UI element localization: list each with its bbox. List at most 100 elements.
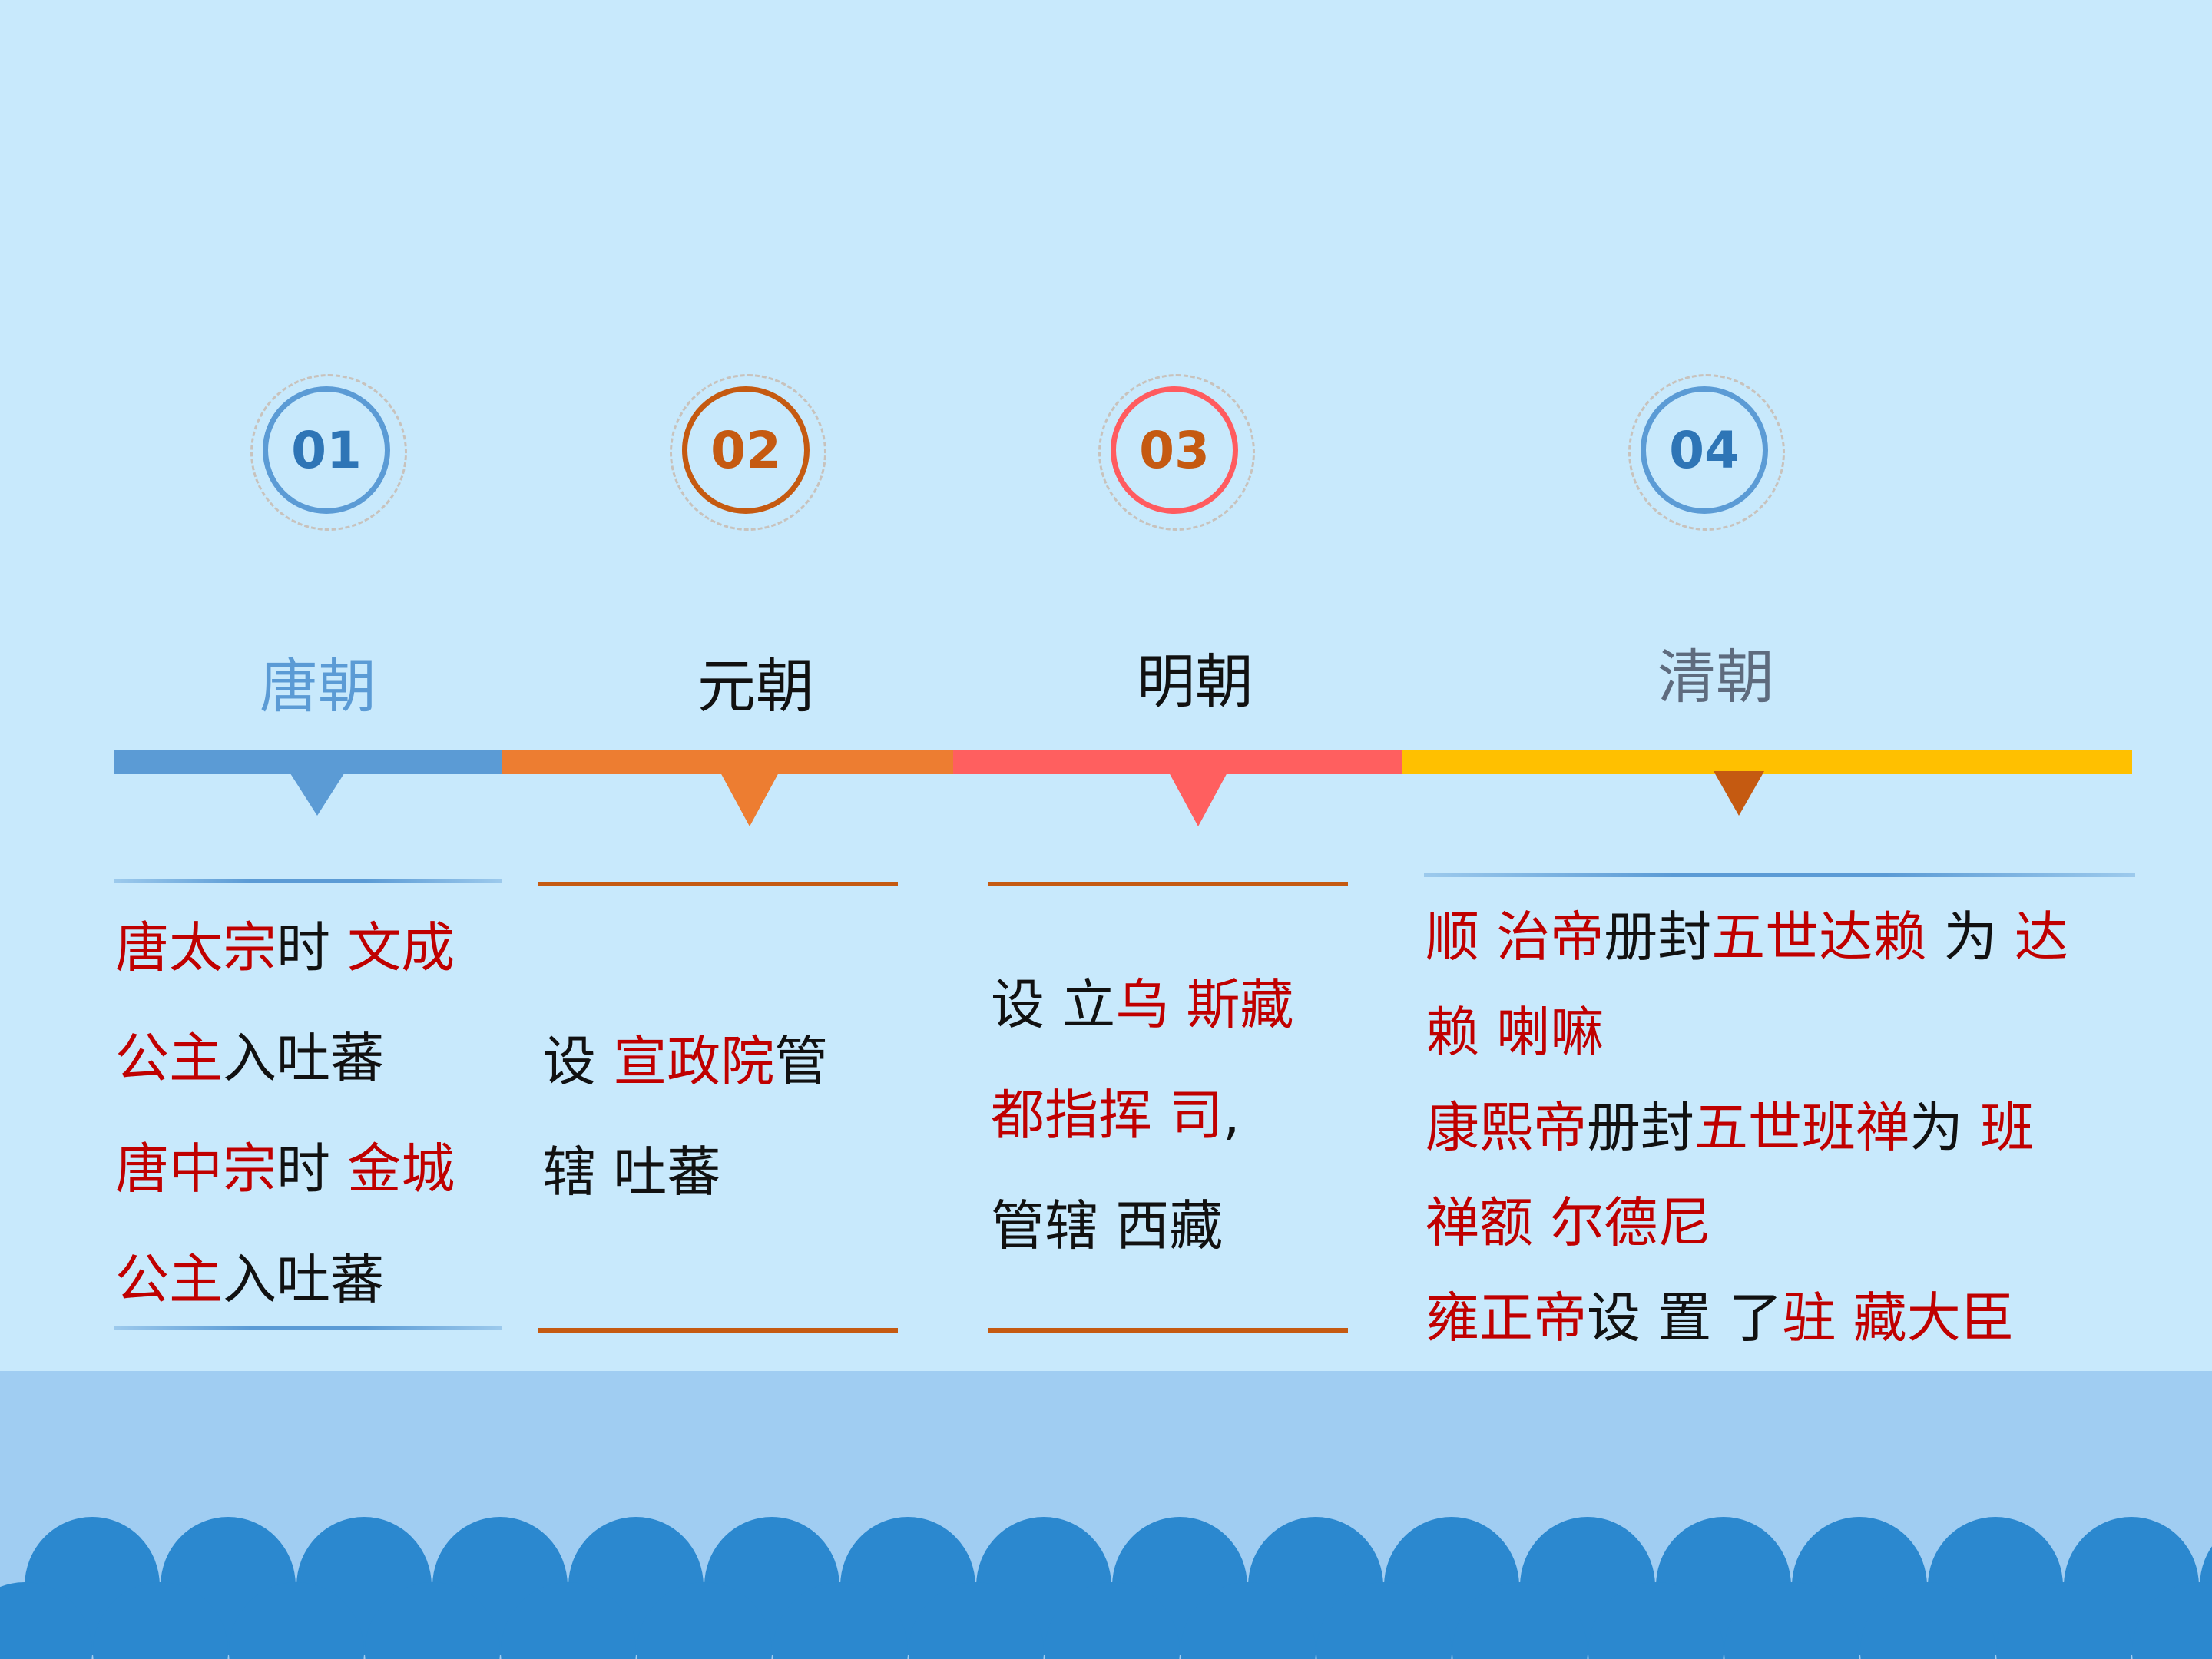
highlight-text: 宣政院	[613, 1030, 775, 1093]
plain-text: 时	[276, 916, 348, 979]
content-line: 禅额 尔德尼	[1426, 1175, 2068, 1270]
wave-arc	[637, 1582, 772, 1659]
content-rule-top-4	[1424, 873, 2135, 877]
plain-text: 时	[276, 1137, 348, 1200]
wave-arc	[1316, 1582, 1452, 1659]
wave-arc	[93, 1582, 228, 1659]
wave-arc	[1181, 1582, 1316, 1659]
plain-text: 册封	[1604, 906, 1712, 969]
content-line: 设 宣政院管	[542, 1006, 828, 1117]
wave-decoration	[0, 1517, 2212, 1659]
plain-text: 设 置 了	[1587, 1286, 1783, 1349]
highlight-text: 公主	[115, 1027, 223, 1090]
plain-text: 管辖 西藏	[991, 1194, 1224, 1257]
plain-text: 辖 吐蕃	[542, 1141, 721, 1204]
badge-ring	[1098, 374, 1255, 531]
wave-arc	[0, 1582, 92, 1659]
highlight-text: 班	[1980, 1096, 2035, 1159]
content-line: 赖 喇嘛	[1426, 985, 2068, 1080]
step-badge-3: 03	[1098, 374, 1260, 535]
highlight-text: 都指挥 司	[991, 1084, 1224, 1147]
wave-arc	[1588, 1582, 1724, 1659]
content-block-tang: 唐太宗时 文成公主入吐蕃唐中宗时 金城公主入吐蕃	[115, 892, 455, 1335]
highlight-text: 达	[2014, 906, 2068, 969]
plain-text: 为	[1926, 906, 2015, 969]
content-line: 公主入吐蕃	[115, 1003, 455, 1114]
step-badge-4: 04	[1628, 374, 1790, 535]
highlight-text: 禅额 尔德尼	[1426, 1191, 1712, 1254]
highlight-text: 唐中宗	[115, 1137, 276, 1200]
highlight-text: 驻 藏大臣	[1782, 1286, 2015, 1349]
plain-text: 为	[1909, 1096, 1981, 1159]
wave-arc	[1045, 1582, 1180, 1659]
wave-arc	[1996, 1582, 2131, 1659]
highlight-text: 赖 喇嘛	[1426, 1001, 1604, 1064]
content-rule-bottom-1	[114, 1326, 502, 1330]
highlight-text: 雍正帝	[1426, 1286, 1587, 1349]
highlight-text: 文成	[347, 916, 455, 979]
era-title-yuan: 元朝	[697, 652, 814, 720]
wave-arc	[909, 1582, 1044, 1659]
badge-number: 02	[682, 386, 810, 514]
content-line: 管辖 西藏	[991, 1171, 1294, 1281]
content-rule-bottom-3	[988, 1328, 1348, 1333]
plain-text: 设 立	[991, 973, 1116, 1036]
badge-ring	[250, 374, 407, 531]
plain-text: 管	[774, 1030, 829, 1093]
content-rule-bottom-2	[538, 1328, 898, 1333]
wave-arc	[1452, 1582, 1588, 1659]
plain-text: ,	[1223, 1084, 1240, 1147]
wave-arc	[229, 1582, 364, 1659]
highlight-text: 公主	[115, 1248, 223, 1311]
timeline-segment-qing	[1402, 750, 2132, 774]
era-title-qing: 清朝	[1657, 643, 1774, 711]
content-line: 设 立乌 斯藏	[991, 949, 1294, 1060]
content-block-ming: 设 立乌 斯藏都指挥 司,管辖 西藏	[991, 949, 1294, 1281]
highlight-text: 乌 斯藏	[1115, 973, 1294, 1036]
content-block-yuan: 设 宣政院管辖 吐蕃	[542, 1006, 828, 1227]
timeline-segment-ming	[953, 750, 1402, 774]
step-badge-2: 02	[670, 374, 831, 535]
wave-arc	[1860, 1582, 1995, 1659]
badge-ring	[1628, 374, 1785, 531]
content-block-qing: 顺 治帝册封五世达赖 为 达赖 喇嘛康熙帝册封五世班禅为 班禅额 尔德尼雍正帝设…	[1426, 889, 2068, 1366]
plain-text: 入吐蕃	[223, 1248, 384, 1311]
highlight-text: 金城	[347, 1137, 455, 1200]
timeline-pointer-4	[1714, 771, 1764, 816]
highlight-text: 五世班禅	[1694, 1096, 1909, 1159]
content-line: 辖 吐蕃	[542, 1117, 828, 1227]
timeline-pointer-3	[1168, 771, 1228, 826]
content-rule-top-3	[988, 882, 1348, 886]
badge-number: 01	[263, 386, 390, 514]
badge-number: 04	[1641, 386, 1768, 514]
content-line: 康熙帝册封五世班禅为 班	[1426, 1080, 2068, 1175]
content-line: 公主入吐蕃	[115, 1224, 455, 1335]
era-title-ming: 明朝	[1137, 647, 1253, 716]
content-line: 雍正帝设 置 了驻 藏大臣	[1426, 1270, 2068, 1366]
content-line: 都指挥 司,	[991, 1060, 1294, 1171]
wave-arc	[1724, 1582, 1859, 1659]
era-title-tang: 唐朝	[260, 652, 376, 720]
content-line: 顺 治帝册封五世达赖 为 达	[1426, 889, 2068, 985]
timeline-pointer-2	[720, 771, 780, 826]
content-line: 唐太宗时 文成	[115, 892, 455, 1003]
wave-arc	[365, 1582, 500, 1659]
wave-arc	[501, 1582, 636, 1659]
wave-arc	[773, 1582, 908, 1659]
timeline-segment-yuan	[502, 750, 953, 774]
highlight-text: 五世达赖	[1711, 906, 1927, 969]
badge-ring	[670, 374, 826, 531]
highlight-text: 唐太宗	[115, 916, 276, 979]
highlight-text: 顺 治帝	[1426, 906, 1604, 969]
wave-arc	[2132, 1582, 2212, 1659]
plain-text: 设	[542, 1030, 614, 1093]
timeline-pointer-1	[289, 771, 346, 816]
content-rule-top-1	[114, 879, 502, 883]
content-line: 唐中宗时 金城	[115, 1114, 455, 1224]
content-rule-top-2	[538, 882, 898, 886]
plain-text: 入吐蕃	[223, 1027, 384, 1090]
step-badge-1: 01	[250, 374, 412, 535]
timeline-segment-tang	[114, 750, 502, 774]
highlight-text: 康熙帝	[1426, 1096, 1587, 1159]
